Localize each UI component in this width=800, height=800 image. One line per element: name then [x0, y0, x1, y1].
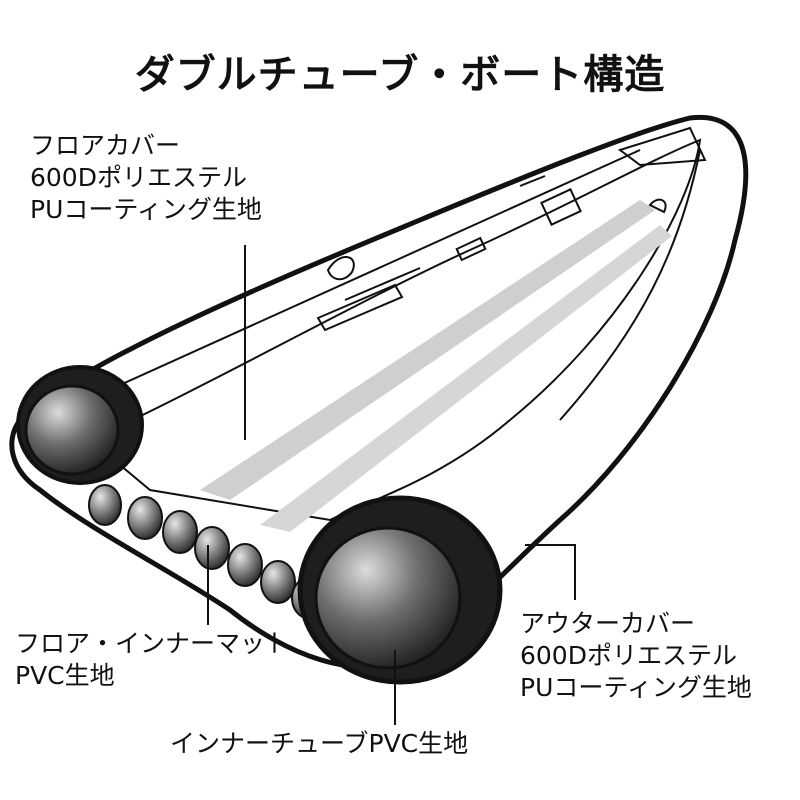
- left-tube-end: [16, 365, 144, 485]
- deck-stripe-1: [200, 200, 655, 500]
- bow-rope: [617, 126, 707, 167]
- label-floor-mat-line1: フロア・インナーマット: [15, 629, 291, 658]
- deck-clip: [519, 175, 546, 187]
- seam-line-right: [559, 149, 701, 421]
- label-outer-cover: アウターカバー 600Dポリエステル PUコーティング生地: [520, 608, 752, 704]
- deck-slot-2: [344, 267, 421, 301]
- mat-seg-3: [162, 510, 198, 554]
- label-outer-cover-line3: PUコーティング生地: [520, 673, 752, 702]
- label-floor-cover-line1: フロアカバー: [30, 131, 181, 160]
- deck-panel-2: [455, 236, 487, 262]
- label-floor-mat: フロア・インナーマット PVC生地: [15, 628, 290, 692]
- label-floor-cover-line3: PUコーティング生地: [30, 195, 262, 224]
- label-outer-cover-line2: 600Dポリエステル: [520, 641, 737, 670]
- deck-panel-1: [540, 188, 582, 226]
- mat-seg-1: [88, 484, 122, 526]
- leader-outer-cover: [525, 544, 576, 600]
- label-floor-cover-line2: 600Dポリエステル: [30, 163, 247, 192]
- label-outer-cover-line1: アウターカバー: [520, 609, 696, 638]
- mat-seg-5: [227, 543, 263, 587]
- label-inner-tube: インナーチューブPVC生地: [170, 728, 468, 760]
- deck-hook: [326, 256, 355, 281]
- mat-seg-2: [127, 496, 163, 540]
- deck-stripe-2: [260, 225, 672, 532]
- deck-slot-1: [316, 283, 404, 332]
- mat-seg-4: [194, 526, 230, 570]
- bow-handle: [648, 198, 667, 214]
- mat-seg-6: [260, 560, 296, 604]
- label-floor-cover: フロアカバー 600Dポリエステル PUコーティング生地: [30, 130, 262, 226]
- label-floor-mat-line2: PVC生地: [15, 661, 115, 690]
- seam-line: [119, 149, 641, 386]
- label-inner-tube-line1: インナーチューブPVC生地: [170, 729, 469, 758]
- floor-cover-deck: [88, 138, 702, 522]
- right-tube-end: [297, 495, 503, 685]
- diagram-title: ダブルチューブ・ボート構造: [134, 52, 666, 98]
